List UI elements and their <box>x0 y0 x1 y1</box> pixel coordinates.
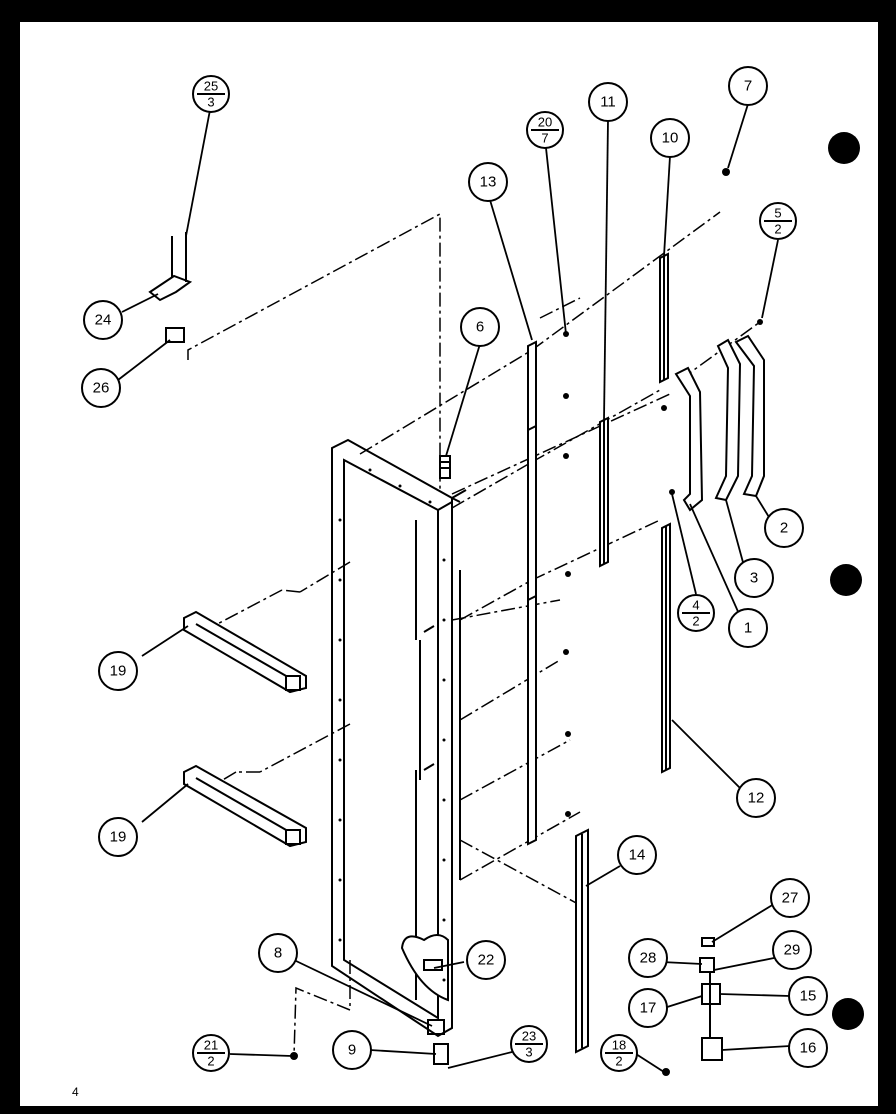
callout-11: 11 <box>588 82 628 122</box>
callout-4-2: 4 2 <box>677 594 715 632</box>
callout-3: 3 <box>734 558 774 598</box>
lower-hinge-assembly <box>662 937 723 1076</box>
callout-2: 2 <box>764 508 804 548</box>
callout-7: 7 <box>728 66 768 106</box>
svg-text:19: 19 <box>110 829 127 846</box>
binder-hole <box>828 132 860 164</box>
callout-23-3: 23 3 <box>510 1025 548 1063</box>
part-6-pin <box>439 455 451 479</box>
svg-text:25: 25 <box>204 79 218 94</box>
callout-1: 1 <box>728 608 768 648</box>
callout-19-upper: 19 <box>98 651 138 691</box>
svg-text:2: 2 <box>780 520 788 537</box>
callout-29: 29 <box>772 930 812 970</box>
svg-text:14: 14 <box>629 847 646 864</box>
svg-text:27: 27 <box>782 890 799 907</box>
callout-25-3: 25 3 <box>192 75 230 113</box>
svg-text:24: 24 <box>95 312 112 329</box>
part-13-strip <box>527 340 537 846</box>
callout-26: 26 <box>81 368 121 408</box>
binder-hole <box>830 564 862 596</box>
svg-text:18: 18 <box>612 1038 626 1053</box>
leader-lines <box>117 103 791 1073</box>
callout-19-lower: 19 <box>98 817 138 857</box>
callout-8: 8 <box>258 933 298 973</box>
callout-6: 6 <box>460 307 500 347</box>
svg-text:6: 6 <box>476 319 484 336</box>
callout-9: 9 <box>332 1030 372 1070</box>
svg-text:3: 3 <box>207 95 214 110</box>
svg-text:3: 3 <box>750 570 758 587</box>
callout-15: 15 <box>788 976 828 1016</box>
part-10-strip <box>659 252 669 384</box>
svg-text:17: 17 <box>640 1000 657 1017</box>
svg-text:7: 7 <box>744 78 752 95</box>
callout-13: 13 <box>468 162 508 202</box>
svg-text:10: 10 <box>662 130 679 147</box>
callout-22: 22 <box>466 940 506 980</box>
frame-rivets <box>338 468 446 982</box>
svg-text:21: 21 <box>204 1038 218 1053</box>
svg-text:9: 9 <box>348 1042 356 1059</box>
svg-text:2: 2 <box>692 614 699 629</box>
svg-text:29: 29 <box>784 942 801 959</box>
callout-10: 10 <box>650 118 690 158</box>
svg-text:3: 3 <box>525 1045 532 1060</box>
binder-hole <box>832 998 864 1030</box>
svg-text:7: 7 <box>541 131 548 146</box>
callout-12: 12 <box>736 778 776 818</box>
upper-hinge-parts <box>148 232 193 343</box>
door-shelf-upper <box>183 610 307 694</box>
part-12-strip <box>661 522 671 774</box>
svg-text:15: 15 <box>800 988 817 1005</box>
svg-text:2: 2 <box>207 1054 214 1069</box>
svg-text:20: 20 <box>538 115 552 130</box>
svg-text:16: 16 <box>800 1040 817 1057</box>
callout-20-7: 20 7 <box>526 111 564 149</box>
svg-text:22: 22 <box>478 952 495 969</box>
callout-21-2: 21 2 <box>192 1034 230 1072</box>
callout-24: 24 <box>83 300 123 340</box>
svg-text:4: 4 <box>692 598 699 613</box>
door-handle-parts <box>674 334 765 512</box>
svg-text:2: 2 <box>615 1054 622 1069</box>
callout-28: 28 <box>628 938 668 978</box>
svg-text:1: 1 <box>744 620 752 637</box>
door-shelf-lower <box>183 764 307 848</box>
svg-text:2: 2 <box>774 222 781 237</box>
callout-5-2: 5 2 <box>759 202 797 240</box>
svg-text:23: 23 <box>522 1029 536 1044</box>
svg-text:26: 26 <box>93 380 110 397</box>
svg-text:13: 13 <box>480 174 497 191</box>
callout-14: 14 <box>617 835 657 875</box>
callout-17: 17 <box>628 988 668 1028</box>
part-14-channel <box>575 828 589 1054</box>
svg-text:19: 19 <box>110 663 127 680</box>
screws <box>563 168 763 817</box>
svg-text:8: 8 <box>274 945 282 962</box>
svg-text:5: 5 <box>774 206 781 221</box>
callout-27: 27 <box>770 878 810 918</box>
callout-18-2: 18 2 <box>600 1034 638 1072</box>
door-panel <box>331 438 467 1038</box>
callout-16: 16 <box>788 1028 828 1068</box>
svg-text:11: 11 <box>600 94 616 111</box>
explosion-lines <box>187 211 761 1057</box>
svg-text:12: 12 <box>748 790 765 807</box>
page-number: 4 <box>72 1085 79 1099</box>
part-11-strip <box>599 416 609 568</box>
svg-text:28: 28 <box>640 950 657 967</box>
